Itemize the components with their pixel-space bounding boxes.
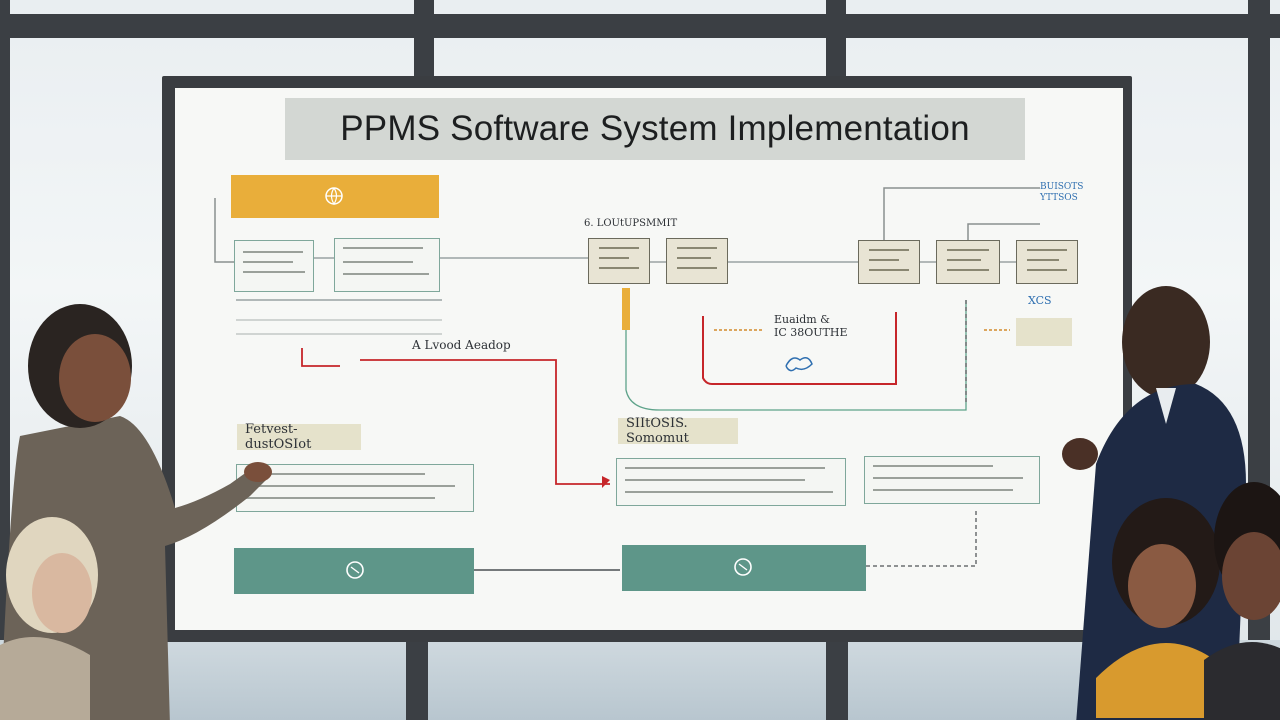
data-table-left	[236, 464, 474, 512]
window-frame-left	[0, 0, 10, 720]
window-lower-glass	[0, 640, 1280, 720]
diagram-label-top: 6. LOUtUPSMMIT	[584, 218, 678, 229]
cycle-icon	[734, 558, 752, 576]
label-center-text: Euaidm & IC 38OUTHE	[774, 313, 848, 339]
sticky-note-5	[1016, 240, 1078, 284]
window-frame-bottom-2	[826, 640, 848, 720]
label-top-right-text: BUISOTS YTTSOS	[1040, 182, 1084, 203]
window-frame-top	[0, 14, 1280, 38]
process-box-left-2	[334, 238, 440, 292]
process-box-left-1	[234, 240, 314, 292]
diagram-label-right: XCS	[1028, 294, 1052, 307]
sticky-note-3	[858, 240, 920, 284]
sticky-note-2	[666, 238, 728, 284]
diagram-label-left: A Lvood Aeadop	[412, 338, 511, 352]
diagram-label-top-right: BUISOTS YTTSOS	[1040, 182, 1083, 204]
audience-member-center-right	[1096, 498, 1236, 718]
teal-block-left	[234, 548, 474, 594]
audience-member-left	[0, 517, 98, 720]
sticky-note-1	[588, 238, 650, 284]
window-frame-mullion-1	[414, 0, 434, 80]
sketch-icon	[785, 357, 813, 372]
tag-left: Fetvest- dustOSIot	[237, 422, 361, 452]
window-frame-mullion-2	[826, 0, 846, 80]
globe-icon	[325, 187, 343, 206]
title-banner: PPMS Software System Implementation	[285, 98, 1025, 160]
sticky-note-4	[936, 240, 1000, 284]
tag-center: SIItOSIS. Somomut	[618, 416, 738, 446]
audience-member-right	[1204, 482, 1280, 720]
data-table-center	[616, 458, 846, 506]
small-tag-right	[1016, 318, 1072, 346]
page-title: PPMS Software System Implementation	[340, 109, 970, 148]
cycle-icon	[346, 561, 364, 579]
data-table-right	[864, 456, 1040, 504]
window-frame-bottom-1	[406, 640, 428, 720]
diagram-label-center: Euaidm & IC 38OUTHE	[774, 313, 848, 339]
yellow-header-block	[231, 175, 439, 218]
teal-block-center	[622, 545, 866, 591]
